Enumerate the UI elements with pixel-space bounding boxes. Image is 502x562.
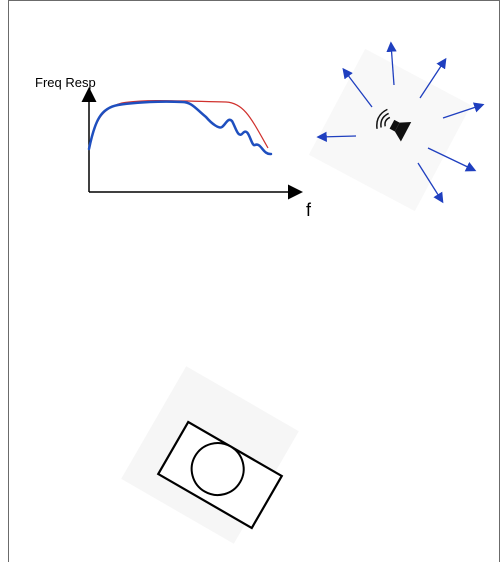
radiation-arrow-5 xyxy=(427,147,477,172)
radiation-arrow-6 xyxy=(417,162,444,204)
speaker-radiation-diagram xyxy=(316,41,485,204)
frequency-response-plot: Freq Resp f xyxy=(35,75,312,220)
speaker-icon xyxy=(376,108,412,142)
radiation-arrow-1 xyxy=(342,67,373,108)
radiation-arrow-2 xyxy=(386,41,397,86)
blue-curve xyxy=(87,100,273,156)
radiation-arrow-4 xyxy=(442,102,485,119)
speaker-shadow xyxy=(308,48,472,212)
camera-icon xyxy=(156,420,284,530)
radiation-arrow-3 xyxy=(419,57,447,99)
red-curve xyxy=(88,100,269,149)
y-axis-label: Freq Resp xyxy=(35,75,96,90)
frame-border xyxy=(8,0,500,562)
x-axis-label: f xyxy=(306,200,312,220)
radiation-arrow-7 xyxy=(316,131,357,142)
